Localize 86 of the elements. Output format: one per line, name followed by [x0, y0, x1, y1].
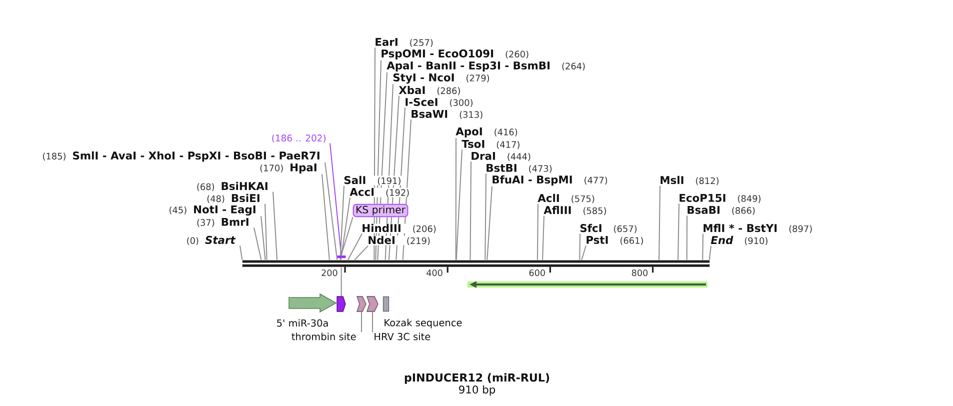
map-title: pINDUCER12 (miR-RUL)	[404, 373, 550, 384]
enzyme-site-label: XbaI (286)	[398, 86, 460, 96]
leader-line	[240, 245, 243, 260]
enzyme-site-label: (48) BsiEI	[207, 194, 260, 204]
leader-line	[272, 191, 278, 260]
leader-line	[340, 266, 342, 297]
leader-line	[377, 72, 388, 260]
primer-tag: KS primer	[352, 204, 408, 218]
leader-line	[678, 203, 680, 260]
feature-label: 5' miR-30a	[277, 319, 328, 327]
leader-line	[322, 174, 330, 260]
leader-line	[455, 138, 456, 260]
enzyme-site-label: MflI * - BstYI (897)	[704, 224, 812, 234]
leader-line	[361, 311, 362, 333]
sequence-length: 910 bp	[459, 385, 496, 396]
leader-line	[536, 203, 538, 260]
enzyme-site-label: BsaWI (313)	[412, 110, 482, 119]
enzyme-site-label: ApaI - BanII - Esp3I - BsmBI (264)	[386, 61, 585, 72]
leader-line	[456, 149, 462, 260]
leader-line	[702, 233, 704, 260]
enzyme-site-label: (185) SmlI - AvaI - XhoI - PspXI - BsoBI - PaeR7I	[43, 151, 320, 162]
leader-line	[340, 216, 354, 256]
leader-line	[686, 215, 688, 260]
enzyme-site-label: DraI (444)	[472, 152, 530, 161]
leader-line	[658, 185, 660, 260]
leader-line	[264, 203, 268, 260]
enzyme-site-label: MslI (812)	[660, 176, 718, 186]
feature-block	[366, 296, 378, 312]
sequence-end-label: (0) Start	[187, 236, 236, 246]
leader-line	[402, 119, 412, 260]
enzyme-site-label: BstBI (473)	[486, 164, 552, 173]
leader-line	[384, 84, 394, 260]
enzyme-site-label: SalI (191)	[344, 176, 400, 186]
leader-line	[254, 227, 262, 260]
leader-line	[354, 245, 368, 260]
enzyme-site-label: TsoI (417)	[462, 140, 520, 149]
leader-line	[579, 233, 580, 260]
axis-label: 800	[632, 269, 648, 276]
leader-line	[708, 245, 712, 260]
feature-block	[336, 296, 346, 312]
enzyme-site-label: PspOMI - EcoO109I (260)	[382, 49, 528, 60]
primer-range-label: (186 .. 202)	[272, 134, 326, 143]
leader-line	[347, 233, 362, 260]
feature-label: HRV 3C site	[374, 332, 430, 340]
leader-line	[340, 185, 344, 260]
enzyme-site-label: (170) HpaI	[260, 164, 316, 174]
dna-backbone	[242, 260, 710, 267]
feature-block	[356, 296, 366, 312]
enzyme-site-label: StyI - NcoI (279)	[393, 73, 490, 84]
sequence-end-label: End (910)	[710, 236, 768, 246]
enzyme-site-label: HindIII (206)	[362, 224, 436, 234]
leader-line	[396, 107, 406, 260]
enzyme-site-label: AflIII (585)	[544, 206, 606, 216]
enzyme-site-label: (45) NotI - EagI	[170, 205, 256, 216]
enzyme-site-label: AclI (575)	[538, 194, 594, 204]
enzyme-site-label: EarI (257)	[376, 38, 433, 47]
enzyme-site-label: (68) BsiHKAI	[197, 182, 268, 192]
leader-line	[374, 47, 376, 260]
leader-line	[486, 186, 492, 260]
enzyme-site-label: SfcI (657)	[580, 224, 637, 234]
leader-line	[375, 60, 382, 260]
leader-line	[581, 245, 586, 260]
leader-line	[340, 197, 350, 260]
leader-line	[324, 162, 338, 260]
enzyme-site-label: BsaBI (866)	[688, 206, 755, 215]
leader-line	[372, 311, 373, 333]
feature-label: Kozak sequence	[384, 318, 462, 328]
axis-label: 600	[529, 269, 545, 276]
leader-line	[260, 216, 266, 260]
enzyme-site-label: ApoI (416)	[456, 128, 518, 138]
leader-line	[330, 142, 342, 256]
leader-line	[470, 161, 472, 260]
leader-line	[484, 173, 486, 260]
enzyme-site-label: AccI (192)	[350, 188, 409, 197]
enzyme-site-label: I-SceI (300)	[406, 98, 473, 108]
enzyme-site-label: (37) BmrI	[197, 218, 248, 227]
axis-label: 200	[322, 269, 338, 276]
enzyme-site-label: NdeI (219)	[368, 236, 430, 246]
enzyme-site-label: BfuAI - BspMI (477)	[492, 175, 608, 186]
primer-mark	[336, 256, 346, 258]
leader-line	[542, 215, 544, 260]
leader-line	[388, 95, 400, 260]
enzyme-site-label: PstI (661)	[586, 236, 643, 245]
feature-label: thrombin site	[292, 332, 356, 340]
axis-label: 400	[426, 269, 442, 276]
enzyme-site-label: EcoP15I (849)	[680, 194, 760, 203]
